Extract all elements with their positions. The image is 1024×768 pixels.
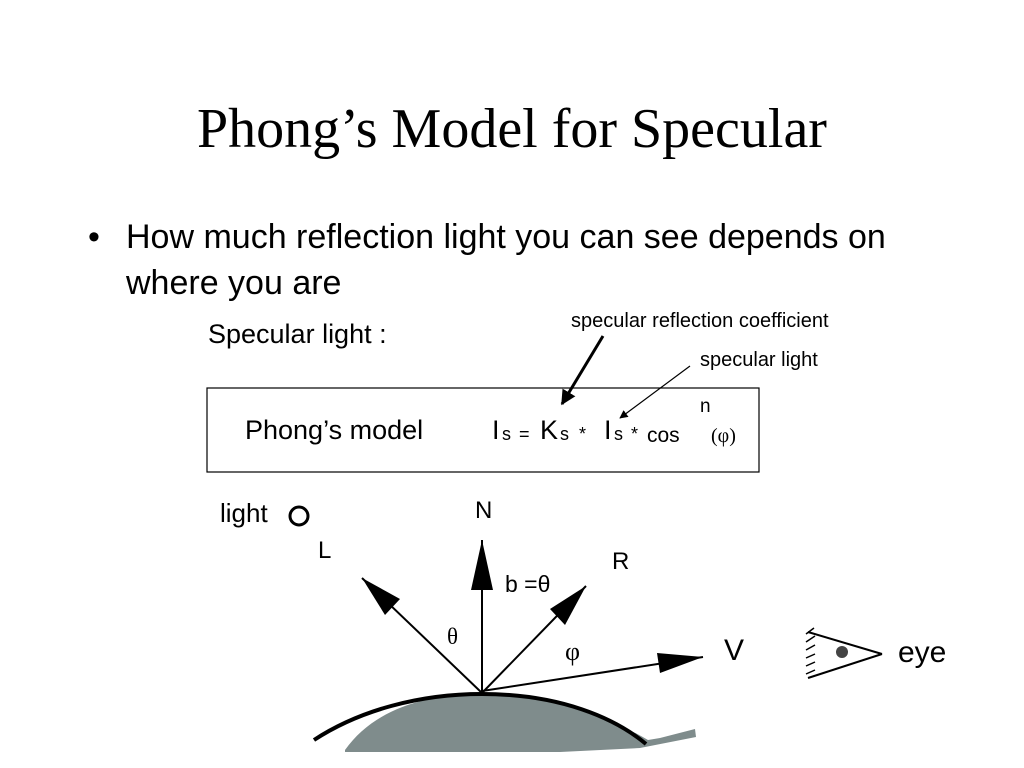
formula-I2: I bbox=[604, 415, 612, 445]
normal-arrowhead bbox=[471, 540, 493, 590]
slide-title: Phong’s Model for Specular bbox=[197, 98, 827, 160]
formula-K: K bbox=[540, 415, 558, 445]
reflection-arrowhead bbox=[550, 586, 586, 625]
formula-box bbox=[206, 387, 760, 473]
light-source-icon bbox=[288, 505, 310, 527]
vector-label-R: R bbox=[612, 548, 629, 575]
formula-star2: * bbox=[631, 424, 638, 444]
formula-I1: I bbox=[492, 415, 500, 445]
light-arrowhead bbox=[362, 578, 400, 615]
theta-label: θ bbox=[447, 624, 458, 649]
formula-exponent: n bbox=[700, 396, 711, 417]
view-arrowhead bbox=[657, 653, 703, 673]
bullet-dot-icon: • bbox=[88, 218, 100, 256]
formula-sub2: s bbox=[560, 424, 569, 444]
formula-arg: (φ) bbox=[711, 425, 736, 447]
vector-label-L: L bbox=[318, 537, 331, 564]
vector-label-N: N bbox=[475, 497, 492, 524]
formula-sub1: s bbox=[502, 424, 511, 444]
formula-cos: cos bbox=[647, 424, 680, 447]
bullet-item: • How much reflection light you can see … bbox=[88, 214, 888, 306]
surface-outline bbox=[312, 691, 648, 746]
surface-fill bbox=[345, 694, 696, 752]
formula-star1: * bbox=[579, 424, 586, 444]
specular-light-arrow bbox=[619, 365, 691, 419]
phi-label: φ bbox=[565, 637, 580, 666]
formula-eq: = bbox=[519, 424, 530, 444]
formula-label: Phong’s model bbox=[245, 415, 423, 445]
eye-label: eye bbox=[898, 636, 946, 669]
light-label: light bbox=[220, 498, 268, 528]
callout-coefficient: specular reflection coefficient bbox=[571, 310, 829, 332]
eye-icon bbox=[805, 627, 883, 679]
coefficient-arrow bbox=[560, 335, 605, 406]
bullet-text: How much reflection light you can see de… bbox=[126, 218, 886, 302]
b-equals-theta: b =θ bbox=[505, 571, 550, 597]
vector-label-V: V bbox=[724, 634, 744, 667]
formula-sub3: s bbox=[614, 424, 623, 444]
specular-light-heading: Specular light : bbox=[208, 319, 387, 349]
callout-specular-light: specular light bbox=[700, 349, 818, 371]
